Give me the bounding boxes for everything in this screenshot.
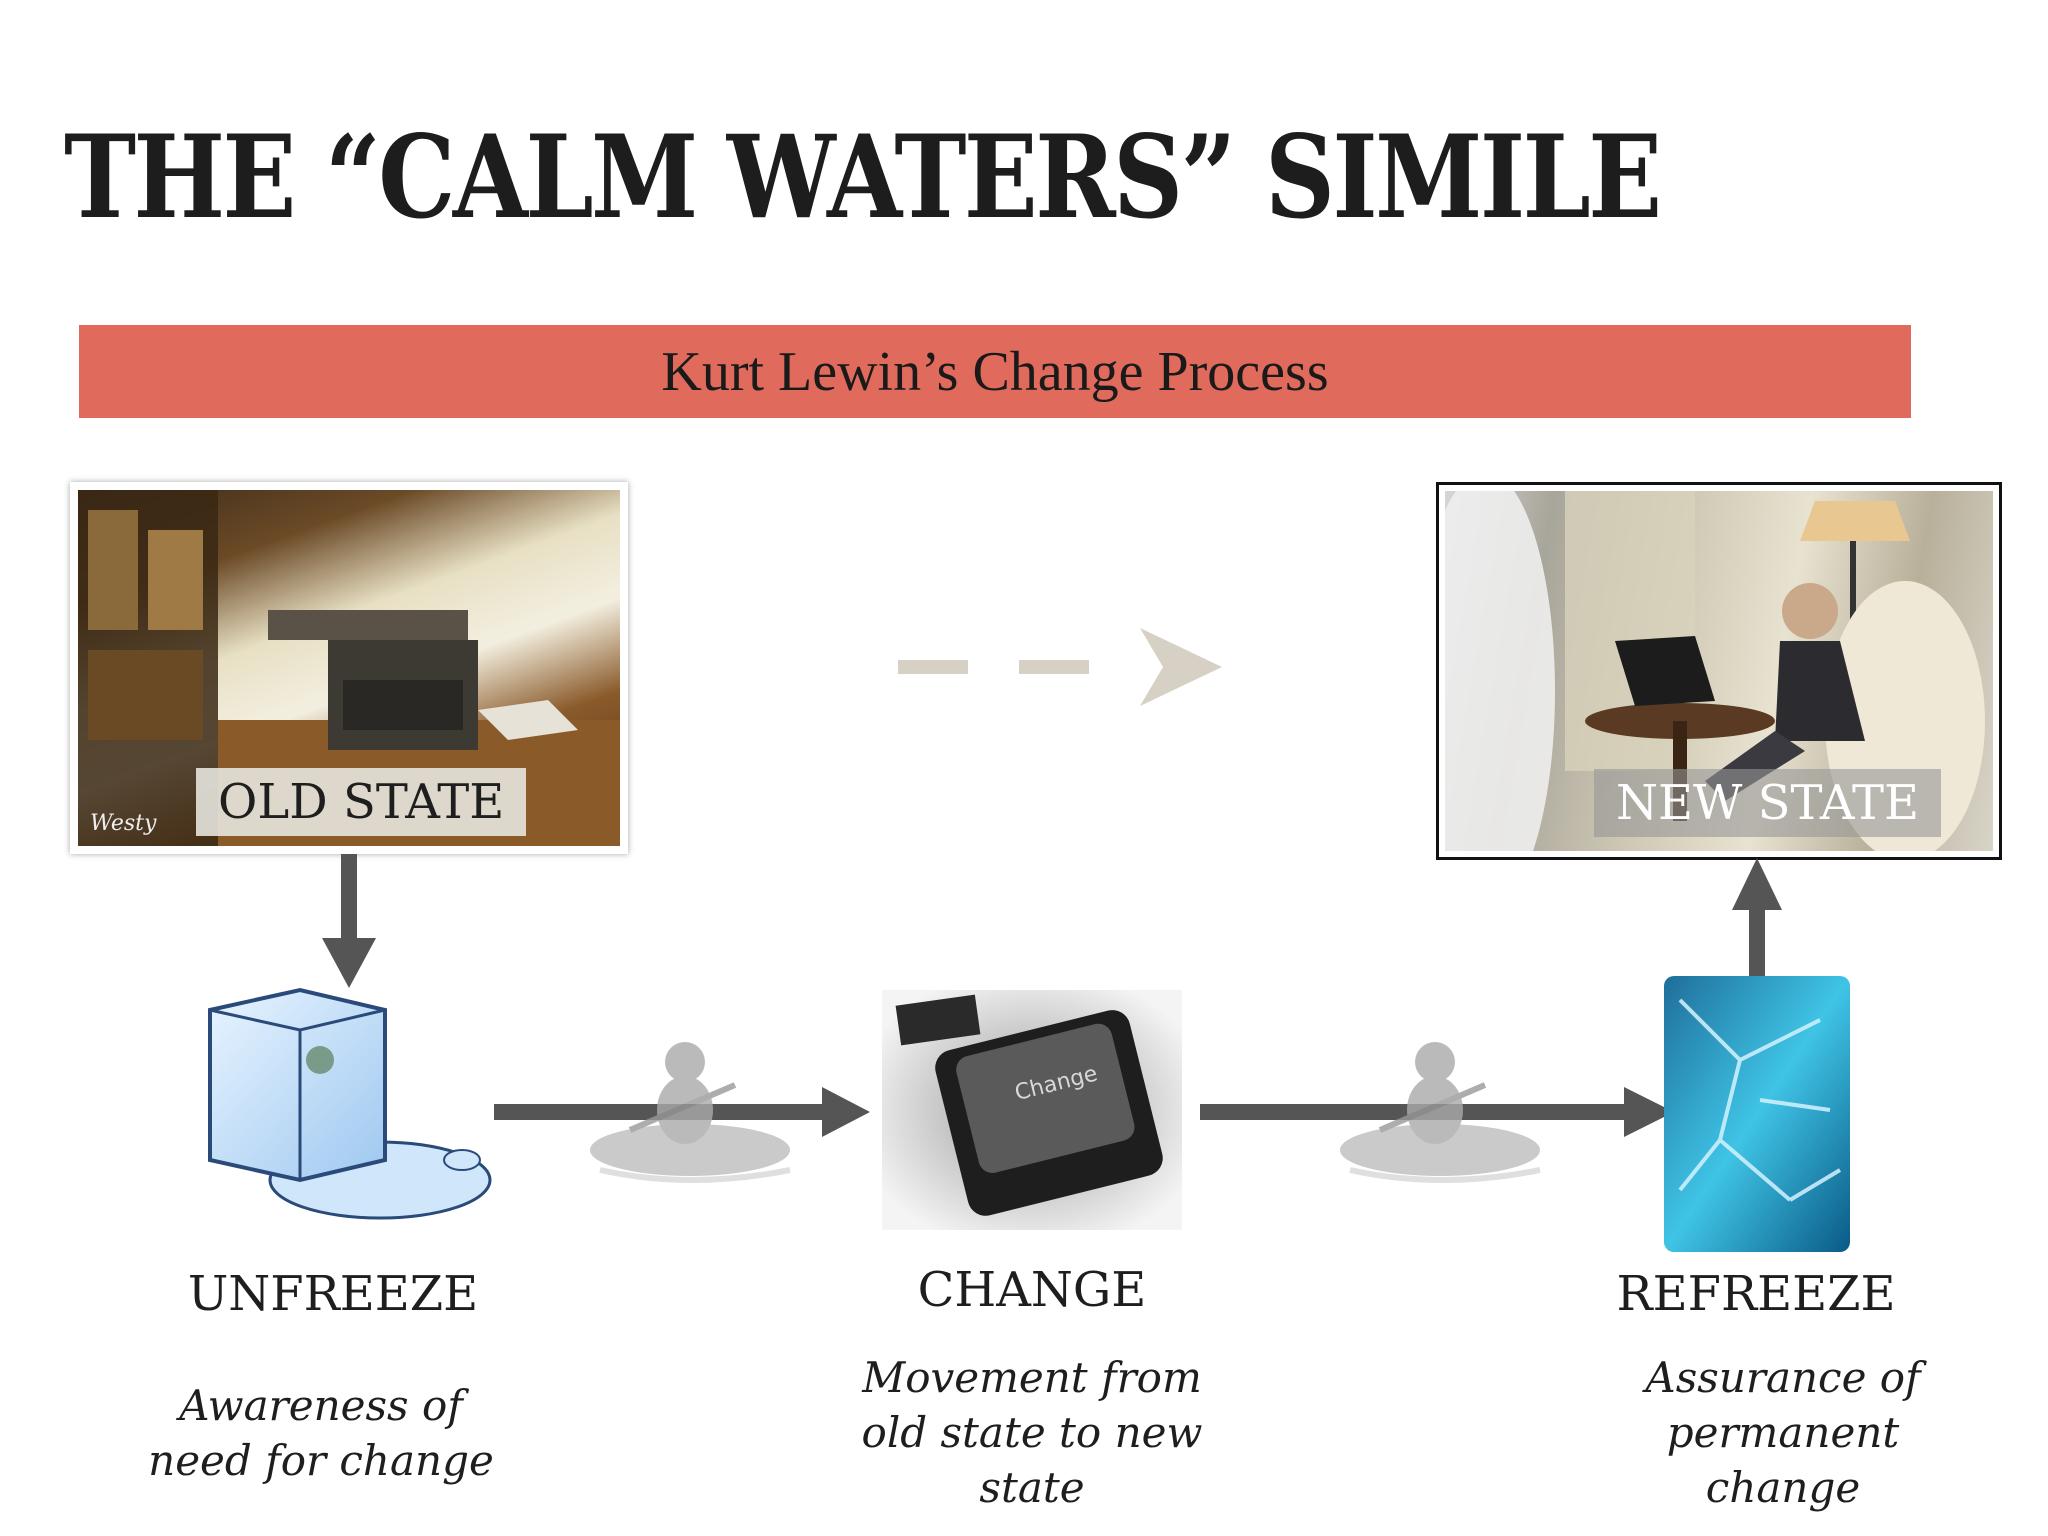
frozen-ice-icon xyxy=(1664,976,1850,1252)
melting-ice-icon xyxy=(208,987,492,1220)
desc-line: state xyxy=(979,1463,1085,1512)
desc-line: change xyxy=(1705,1463,1861,1512)
desc-line: permanent xyxy=(1666,1408,1900,1457)
step-title-change: CHANGE xyxy=(917,1262,1147,1318)
relaxing-man-image: NEW STATE xyxy=(1445,491,1993,851)
typewriter-image: OLD STATE Westy xyxy=(78,490,620,846)
up-arrow xyxy=(1732,858,1782,978)
step-title-unfreeze: UNFREEZE xyxy=(187,1266,479,1322)
desc-line: Assurance of xyxy=(1645,1353,1921,1402)
step-title-refreeze: REFREEZE xyxy=(1616,1266,1896,1322)
step-desc-change: Movement from old state to new state xyxy=(802,1350,1262,1515)
old-state-photo: OLD STATE Westy xyxy=(70,482,628,854)
rafter-icon xyxy=(590,1042,791,1183)
dashed-arrow xyxy=(898,628,1222,706)
photo-signature: Westy xyxy=(90,811,157,836)
desc-line: Movement from xyxy=(862,1353,1202,1402)
process-banner: Kurt Lewin’s Change Process xyxy=(79,325,1911,418)
down-arrow xyxy=(322,854,376,988)
step-desc-unfreeze: Awareness of need for change xyxy=(91,1378,551,1488)
new-state-photo: NEW STATE xyxy=(1436,482,2002,860)
old-state-label: OLD STATE xyxy=(196,768,527,836)
rafter-icon xyxy=(1340,1042,1541,1183)
desc-line: old state to new xyxy=(861,1408,1203,1457)
banner-text: Kurt Lewin’s Change Process xyxy=(661,340,1329,403)
desc-line: need for change xyxy=(148,1436,494,1485)
new-state-label: NEW STATE xyxy=(1594,769,1941,837)
desc-line: Awareness of xyxy=(179,1381,463,1430)
step-desc-refreeze: Assurance of permanent change xyxy=(1553,1350,2013,1515)
change-key-icon: Change xyxy=(882,990,1182,1230)
